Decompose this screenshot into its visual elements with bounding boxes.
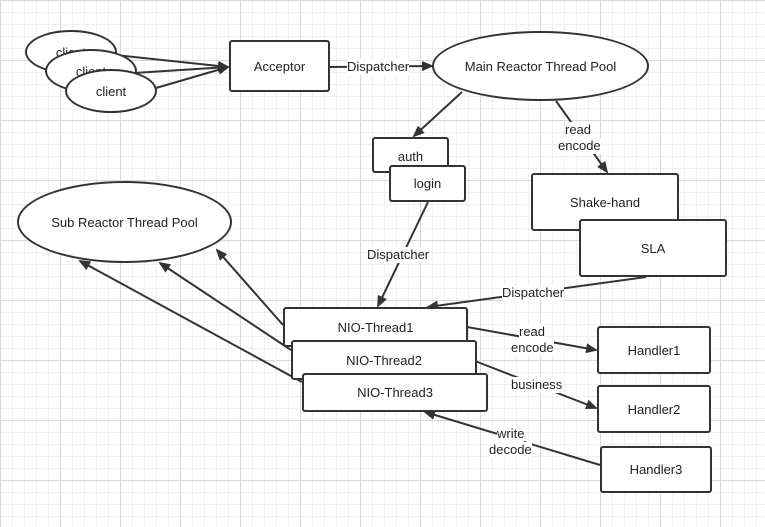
login-node: login — [389, 165, 466, 202]
edge-label-dispatcher-sla: Dispatcher — [502, 285, 565, 301]
handler2-label: Handler2 — [627, 401, 681, 417]
edge-label-decode: decode — [489, 442, 532, 458]
handler3-label: Handler3 — [629, 462, 683, 477]
sla-label: SLA — [640, 240, 666, 256]
nio-thread3-label: NIO-Thread3 — [357, 385, 433, 400]
edge-label-business: business — [511, 377, 563, 393]
acceptor-label: Acceptor — [253, 58, 306, 74]
auth-label: auth — [397, 149, 424, 164]
edge-main-pool-auth — [412, 91, 463, 138]
edge-label-encode: encode — [558, 138, 601, 154]
sub-reactor-pool-node: Sub Reactor Thread Pool — [17, 181, 232, 263]
handler1-label: Handler1 — [627, 342, 681, 358]
sla-node: SLA — [579, 219, 727, 277]
edge-label-dispatcher-login: Dispatcher — [367, 247, 430, 263]
client-node-3: client — [65, 69, 157, 113]
nio-thread3-node: NIO-Thread3 — [302, 373, 488, 412]
handler1-node: Handler1 — [597, 326, 711, 374]
nio-thread1-label: NIO-Thread1 — [337, 319, 414, 335]
edge-client3-acceptor — [155, 65, 230, 89]
edge-label-dispatcher-main: Dispatcher — [347, 59, 410, 75]
handler3-node: Handler3 — [600, 446, 712, 493]
client-label: client — [95, 83, 127, 99]
edge-label-encode-handler1: encode — [511, 340, 554, 356]
edge-client1-acceptor — [114, 54, 230, 71]
edge-client2-acceptor — [133, 62, 230, 74]
nio-thread2-label: NIO-Thread2 — [346, 352, 422, 368]
shake-hand-label: Shake-hand — [569, 194, 641, 210]
handler2-node: Handler2 — [597, 385, 711, 433]
edge-nio1-sub-pool — [215, 248, 284, 326]
login-label: login — [413, 176, 442, 191]
main-reactor-pool-node: Main Reactor Thread Pool — [432, 31, 649, 101]
sub-pool-label: Sub Reactor Thread Pool — [51, 214, 198, 230]
edge-label-read: read — [565, 122, 592, 138]
edge-label-read-handler1: read — [519, 324, 546, 340]
edge-nio2-sub-pool — [158, 261, 292, 351]
main-pool-label: Main Reactor Thread Pool — [464, 58, 617, 74]
acceptor-node: Acceptor — [229, 40, 330, 92]
edge-label-write: write — [497, 426, 525, 442]
edge-nio3-sub-pool — [78, 260, 303, 383]
